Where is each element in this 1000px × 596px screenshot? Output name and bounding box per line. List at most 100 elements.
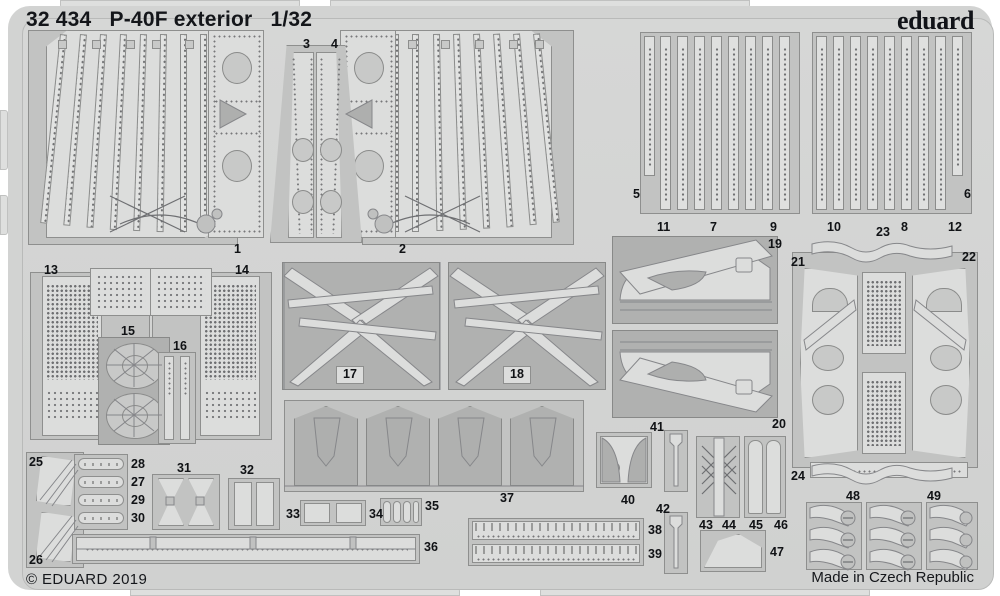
part-40-plate [600,436,648,484]
part-22-cutout [926,288,962,312]
part-1-port-hole [222,150,252,182]
part-35-clip [413,501,419,523]
part-label-11: 11 [657,220,671,234]
part-label-40: 40 [621,493,635,507]
part-27-rivets [84,481,118,484]
part-22-cutout [930,385,962,415]
fin-strip [711,36,722,210]
part-14-perforations [204,284,256,380]
part-label-31: 31 [177,461,191,475]
part-label-44: 44 [722,518,736,532]
part-label-25: 25 [29,455,43,469]
part-label-33: 33 [286,507,300,521]
part-label-30: 30 [131,511,145,525]
part-label-34: 34 [369,507,383,521]
part-15-hub-inner [122,405,148,427]
part-40-hole [630,462,642,474]
part-1-rib [180,34,187,232]
part-4-hole [320,138,342,162]
part-1-root-rivets [211,228,261,233]
part-16-rod [164,356,174,440]
part-label-10: 10 [827,220,841,234]
part-37-shroud [366,406,430,486]
part-29-rivets [84,499,118,502]
part-2-latch [475,40,484,49]
part-label-37: 37 [500,491,514,505]
part-2-triangle-rivets [343,130,391,135]
part-2-root-rivets [343,228,393,233]
part-label-39: 39 [648,547,662,561]
part-9-fin [762,36,773,210]
page-title: 32 434 P-40F exterior 1/32 [26,8,313,31]
part-40-hole [608,462,620,474]
part-41-runner [664,430,688,492]
fin-strip [901,36,912,210]
part-20-runner [612,330,778,418]
part-label-42: 42 [656,502,670,516]
part-label-22: 22 [962,250,976,264]
part-14-flange-rivets [156,274,206,310]
part-label-6: 6 [964,187,971,201]
part-1-port-hole [222,52,252,84]
part-19-runner [612,236,778,324]
part-2-port-hole [354,150,384,182]
part-13-flange-rivets [96,274,146,310]
part-1-triangle-rivets [213,130,261,135]
part-label-46: 46 [774,518,788,532]
fin-strip [779,36,790,210]
carrier-rail-left-upper [0,110,8,170]
part-23-strut-perfs [866,380,902,446]
part-label-29: 29 [131,493,145,507]
part-2-latch [408,40,417,49]
part-label-14: 14 [235,263,249,277]
fin-strip [728,36,739,210]
part-45-blade [748,440,763,514]
part-label-19: 19 [768,237,782,251]
part-label-2: 2 [399,242,406,256]
part-1-latch [185,40,194,49]
part-1-latch [58,40,67,49]
part-5-fin [644,36,655,176]
part-7-fin [694,36,705,210]
part-16-rod-rivets [166,360,171,396]
part-12-fin [918,36,929,210]
part-label-41: 41 [650,420,664,434]
part-49-runner [926,502,978,570]
part-13-rivets [46,390,98,420]
part-1-latch [152,40,161,49]
part-15-hub-inner [122,355,148,377]
fin-strip [677,36,688,210]
part-37-shroud [294,406,358,486]
part-35-clip [403,501,411,523]
part-35-clip [383,501,391,523]
part-48-runner-b [866,502,922,570]
part-2-rib [412,34,419,232]
part-label-24: 24 [791,469,805,483]
carrier-rail-left-lower [0,195,8,235]
part-33-bracket [304,503,330,523]
part-39-teeth [475,546,637,554]
part-label-48: 48 [846,489,860,503]
part-46-blade [766,440,781,514]
part-label-12: 12 [948,220,962,234]
part-2-latch [441,40,450,49]
part-30-rivets [84,517,118,520]
copyright-notice: © EDUARD 2019 [26,571,148,588]
part-34-bracket [336,503,362,523]
part-22-cutout [930,345,962,371]
part-label-21: 21 [791,255,805,269]
part-23-strut-perfs [866,280,902,346]
fin-strip [833,36,844,210]
part-label-13: 13 [44,263,58,277]
part-label-36: 36 [424,540,438,554]
part-32-frame [234,482,252,526]
part-36-rivets [84,546,408,551]
part-4-hole [320,190,342,214]
part-37-shroud [438,406,502,486]
part-label-1: 1 [234,242,241,256]
part-2-root-rivets [343,33,393,38]
part-label-32: 32 [240,463,254,477]
part-38-rivets [475,533,637,538]
part-2-latch [509,40,518,49]
fin-strip [850,36,861,210]
